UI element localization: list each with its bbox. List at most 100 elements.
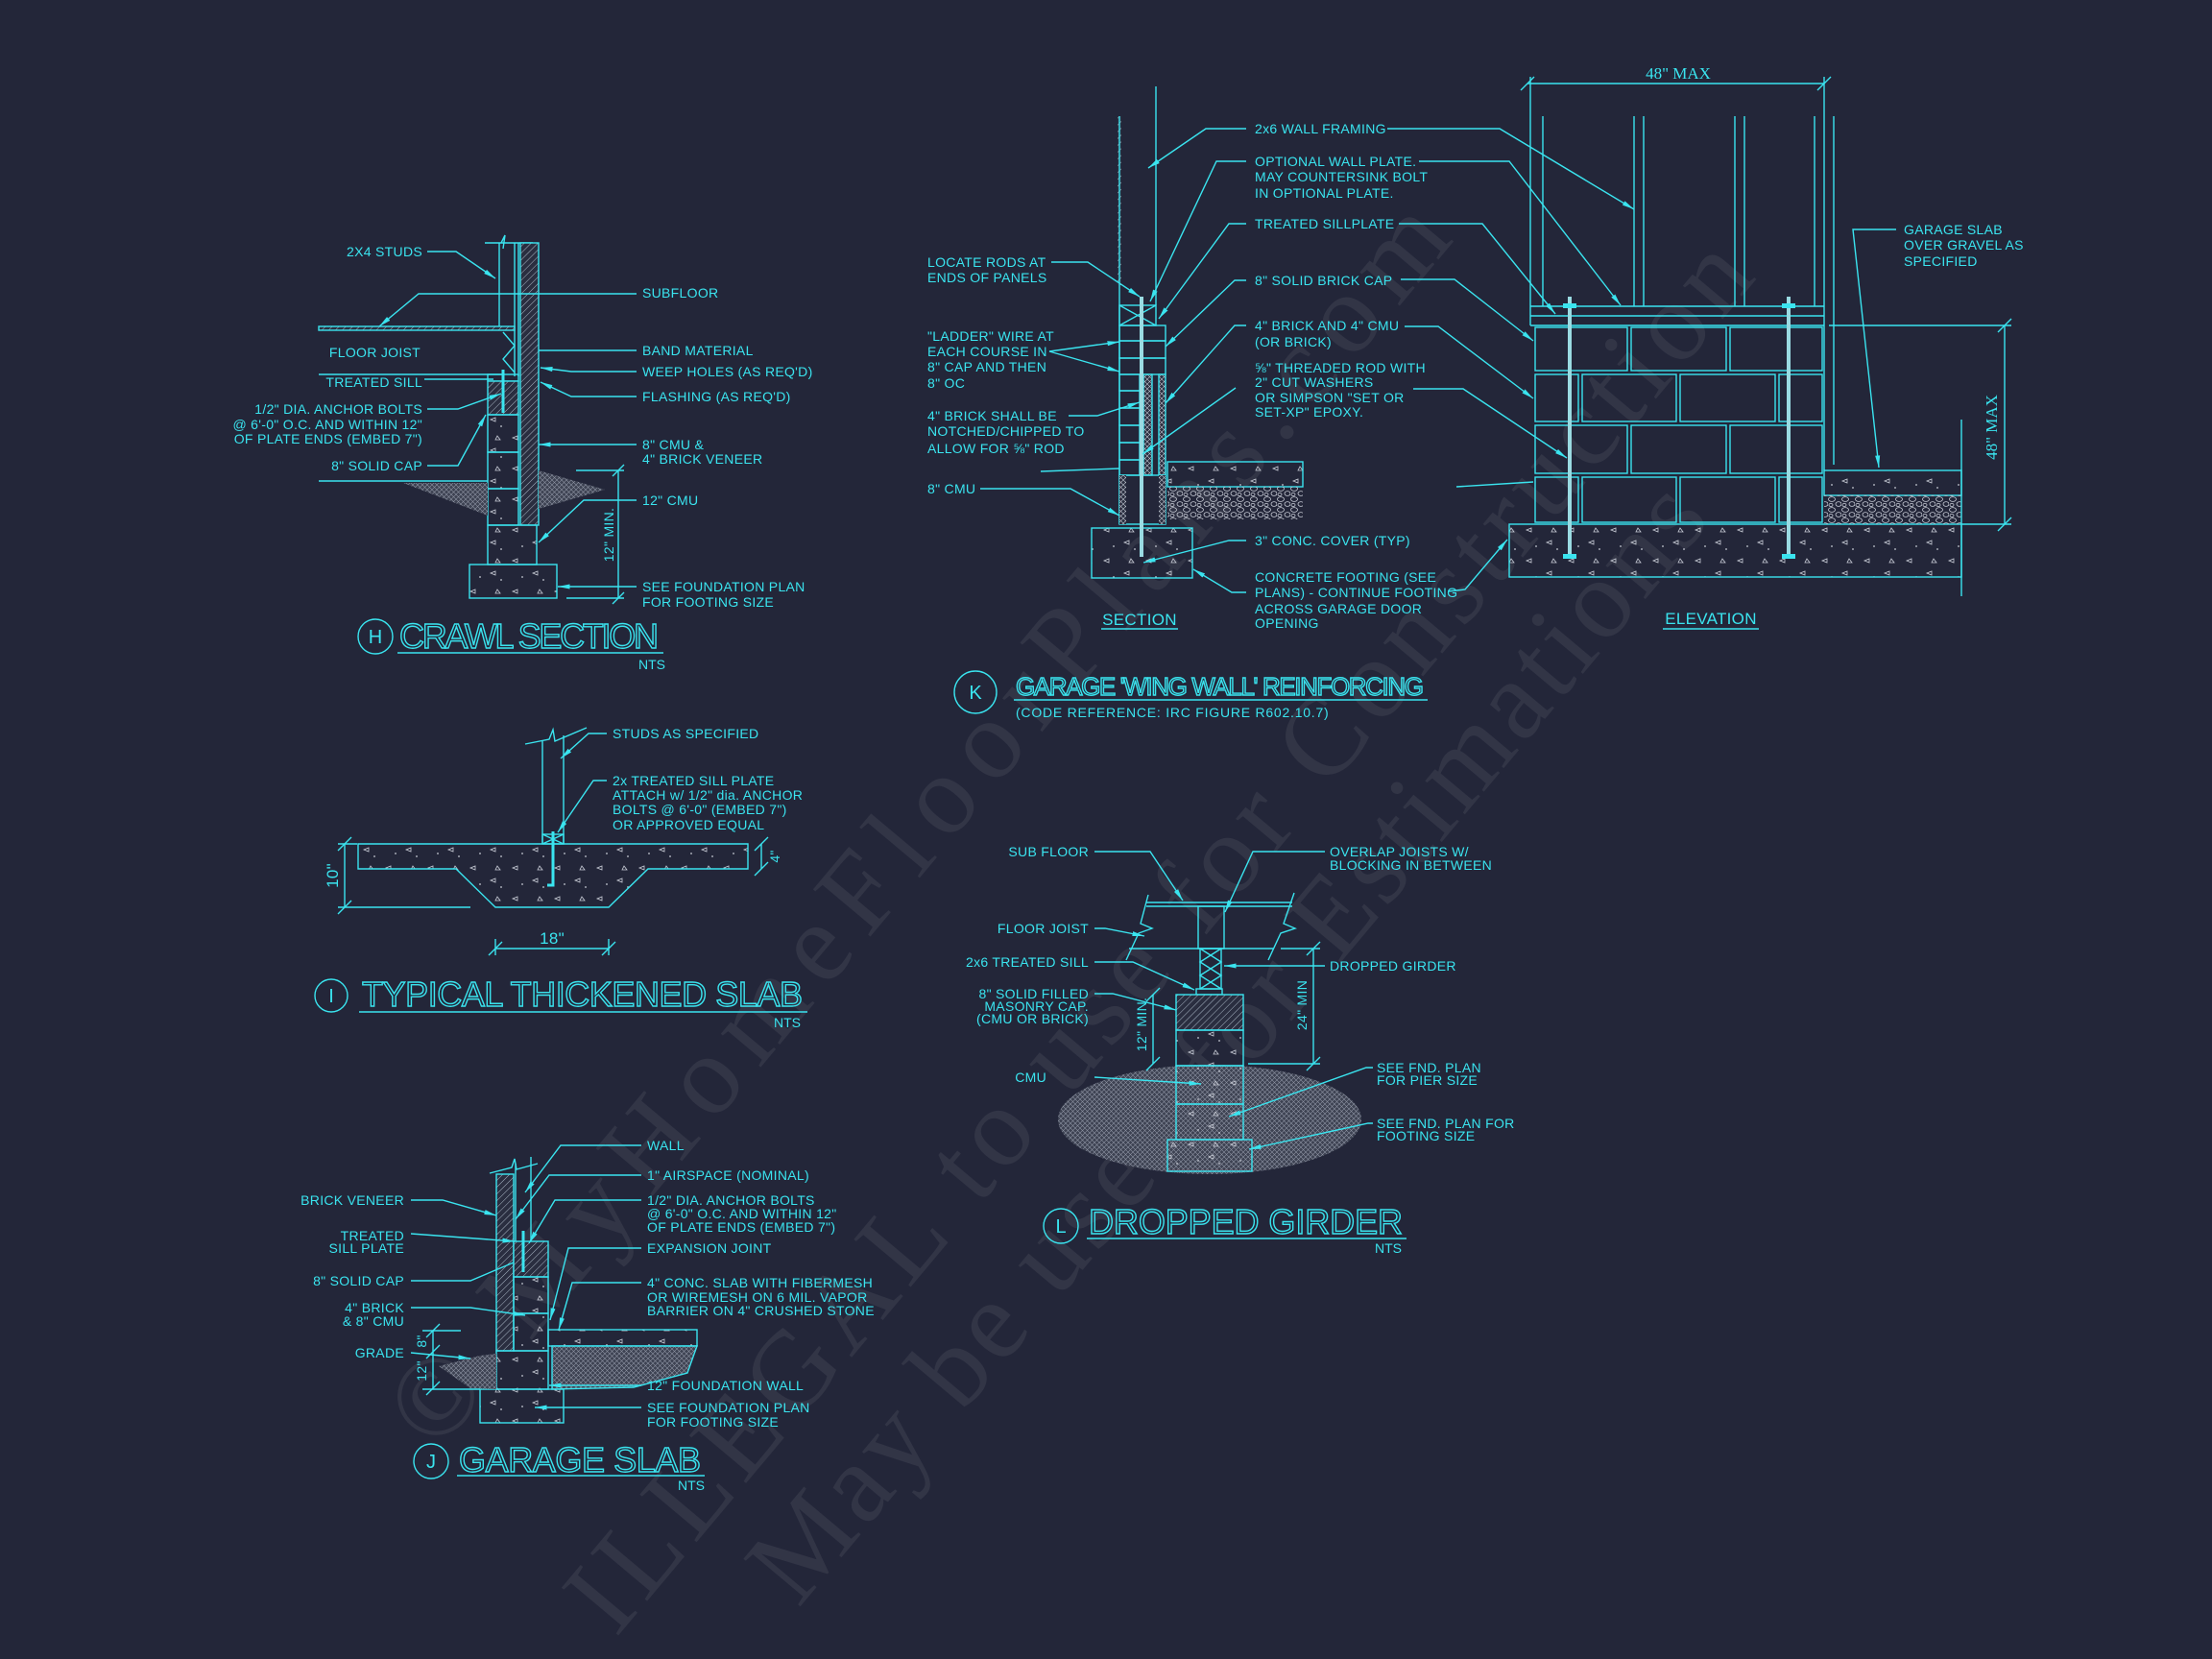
label-cmu: CMU (1015, 1070, 1046, 1085)
label-sub-floor: SUB FLOOR (1008, 844, 1089, 859)
label-solid-cap: 8" SOLID CAP (313, 1273, 404, 1288)
label-footing-size: FOOTING SIZE (1377, 1128, 1475, 1143)
label-sill-plate: 2x TREATED SILL PLATE (613, 773, 774, 788)
label-garage-slab: GARAGE SLAB (1904, 222, 2003, 237)
label-locate-rods: LOCATE RODS AT (927, 254, 1046, 270)
label-overlap-joists: BLOCKING IN BETWEEN (1330, 857, 1492, 873)
label-treated-sill: SILL PLATE (329, 1240, 404, 1256)
label-band: BAND MATERIAL (642, 343, 754, 358)
dimension-label: 12" MIN. (601, 508, 616, 562)
label-wall-framing: 2x6 WALL FRAMING (1255, 121, 1386, 136)
label-footing: OPENING (1255, 615, 1319, 631)
dimension-24: 24" MIN (1294, 980, 1310, 1030)
detail-title: GARAGE 'WING WALL' REINFORCING (1016, 672, 1426, 701)
brick (1534, 424, 1628, 474)
label-footing: CONCRETE FOOTING (SEE (1255, 569, 1436, 585)
dimension-width: 48" MAX (1646, 64, 1711, 83)
wing-wall-elevation-drawing: 48" MAX (1508, 64, 2024, 630)
dimension-width: 18" (540, 929, 565, 948)
label-airspace: 1" AIRSPACE (NOMINAL) (647, 1167, 809, 1183)
detail-tag: L (1055, 1216, 1066, 1238)
label-threaded-rod: OR SIMPSON "SET OR (1255, 390, 1405, 405)
detail-title: GARAGE SLAB (459, 1440, 704, 1479)
label-optional-plate: OPTIONAL WALL PLATE. (1255, 154, 1416, 169)
label-grade: GRADE (355, 1345, 404, 1360)
label-cmu-8: 8" CMU (927, 481, 975, 496)
label-optional-plate: IN OPTIONAL PLATE. (1255, 185, 1394, 201)
label-studs: 2X4 STUDS (347, 244, 422, 259)
label-sill-plate: BOLTS @ 6'-0" (EMBED 7") (613, 802, 787, 817)
crawl-section-callouts: 2X4 STUDS FLOOR JOIST TREATED SILL 1/2" … (232, 244, 812, 610)
view-label-elevation: ELEVATION (1665, 610, 1757, 628)
label-wall: WALL (647, 1138, 685, 1153)
label-masonry-cap: (CMU OR BRICK) (976, 1011, 1089, 1026)
dimension-8: 8" (414, 1334, 429, 1347)
label-ladder-wire: EACH COURSE IN (927, 344, 1047, 359)
label-conc-slab: OR WIREMESH ON 6 MIL. VAPOR (647, 1289, 868, 1305)
label-sill-plate: OR APPROVED EQUAL (613, 817, 764, 832)
label-notched-brick: 4" BRICK SHALL BE (927, 408, 1057, 423)
label-ladder-wire: 8" CAP AND THEN (927, 359, 1046, 374)
label-brick-cmu: (OR BRICK) (1255, 334, 1332, 349)
brick (1581, 476, 1677, 523)
label-weep-holes: WEEP HOLES (AS REQ'D) (642, 364, 813, 379)
detail-tag: K (969, 683, 982, 704)
label-treated-sill: TREATED SILL (325, 374, 422, 390)
label-ladder-wire: 8" OC (927, 375, 965, 391)
dropped-girder-drawing: 24" MIN 12" MIN. (1058, 892, 1361, 1174)
wing-wall-section-drawing (1040, 86, 1304, 579)
garage-slab-title: J GARAGE SLAB NTS (413, 1439, 705, 1493)
label-treated-sill: TREATED (341, 1228, 404, 1243)
label-garage-slab: OVER GRAVEL AS (1904, 237, 2024, 252)
dropped-girder-title: L DROPPED GIRDER NTS (1043, 1201, 1407, 1256)
dimension-slab: 4" (767, 850, 782, 862)
label-anchor-bolts: 1/2" DIA. ANCHOR BOLTS (254, 401, 422, 417)
garage-slab-drawing: 8" 12" (414, 1157, 698, 1424)
label-footing: FOR FOOTING SIZE (642, 594, 774, 610)
label-footing: SEE FOUNDATION PLAN (642, 579, 805, 594)
brick (1630, 424, 1727, 474)
label-footing-size: SEE FND. PLAN FOR (1377, 1116, 1515, 1131)
label-brick-cmu: 4" BRICK (345, 1300, 404, 1315)
label-footing: FOR FOOTING SIZE (647, 1414, 779, 1430)
brick (1729, 424, 1823, 474)
brick (1630, 326, 1727, 372)
brick (1581, 373, 1677, 422)
label-treated-sill: 2x6 TREATED SILL (966, 954, 1089, 970)
scale-note: NTS (678, 1478, 705, 1493)
scale-note: NTS (638, 657, 665, 672)
scale-note: NTS (774, 1015, 801, 1030)
label-ladder-wire: "LADDER" WIRE AT (927, 328, 1054, 344)
thickened-slab-drawing: 10" 4" 18" (324, 727, 782, 956)
label-expansion-joint: EXPANSION JOINT (647, 1240, 772, 1256)
dimension-height: 48" MAX (1983, 395, 2001, 460)
label-anchor-bolts: 1/2" DIA. ANCHOR BOLTS (647, 1192, 815, 1208)
label-floor-joist: FLOOR JOIST (998, 921, 1089, 936)
label-sillplate: TREATED SILLPLATE (1255, 216, 1394, 231)
label-anchor-bolts: OF PLATE ENDS (EMBED 7") (647, 1219, 835, 1235)
detail-dropped-girder: 24" MIN 12" MIN. SUB FLOOR FLOOR JOIST 2… (966, 844, 1515, 1256)
dimension-thickness: 10" (324, 863, 342, 888)
label-threaded-rod: ⅝" THREADED ROD WITH (1255, 360, 1426, 375)
detail-garage-slab: 8" 12" BRICK VENEER TREATED SILL PLATE 8… (301, 1138, 875, 1493)
crawl-section-drawing: 12" MIN. (318, 234, 625, 605)
label-notched-brick: ALLOW FOR ⅝" ROD (927, 441, 1065, 456)
label-floor-joist: FLOOR JOIST (329, 345, 421, 360)
label-subfloor: SUBFLOOR (642, 285, 718, 301)
label-cmu-12: 12" CMU (642, 493, 698, 508)
detail-title: CRAWL SECTION (399, 616, 661, 656)
detail-wing-wall: LOCATE RODS AT ENDS OF PANELS "LADDER" W… (927, 64, 2024, 720)
label-pier-size: FOR PIER SIZE (1377, 1072, 1478, 1088)
garage-slab-callouts: BRICK VENEER TREATED SILL PLATE 8" SOLID… (301, 1138, 875, 1430)
label-notched-brick: NOTCHED/CHIPPED TO (927, 423, 1085, 439)
detail-title: DROPPED GIRDER (1089, 1202, 1406, 1241)
label-cmu-brick: 4" BRICK VENEER (642, 451, 762, 467)
label-sill-plate: ATTACH w/ 1/2" dia. ANCHOR (613, 787, 803, 803)
detail-tag: I (328, 986, 334, 1007)
dimension-12: 12" MIN. (1134, 998, 1149, 1051)
scale-note: NTS (1375, 1240, 1402, 1256)
label-conc-slab: BARRIER ON 4" CRUSHED STONE (647, 1303, 875, 1318)
label-solid-cap: 8" SOLID CAP (331, 458, 422, 473)
brick (1679, 476, 1776, 523)
brick (1534, 373, 1579, 422)
